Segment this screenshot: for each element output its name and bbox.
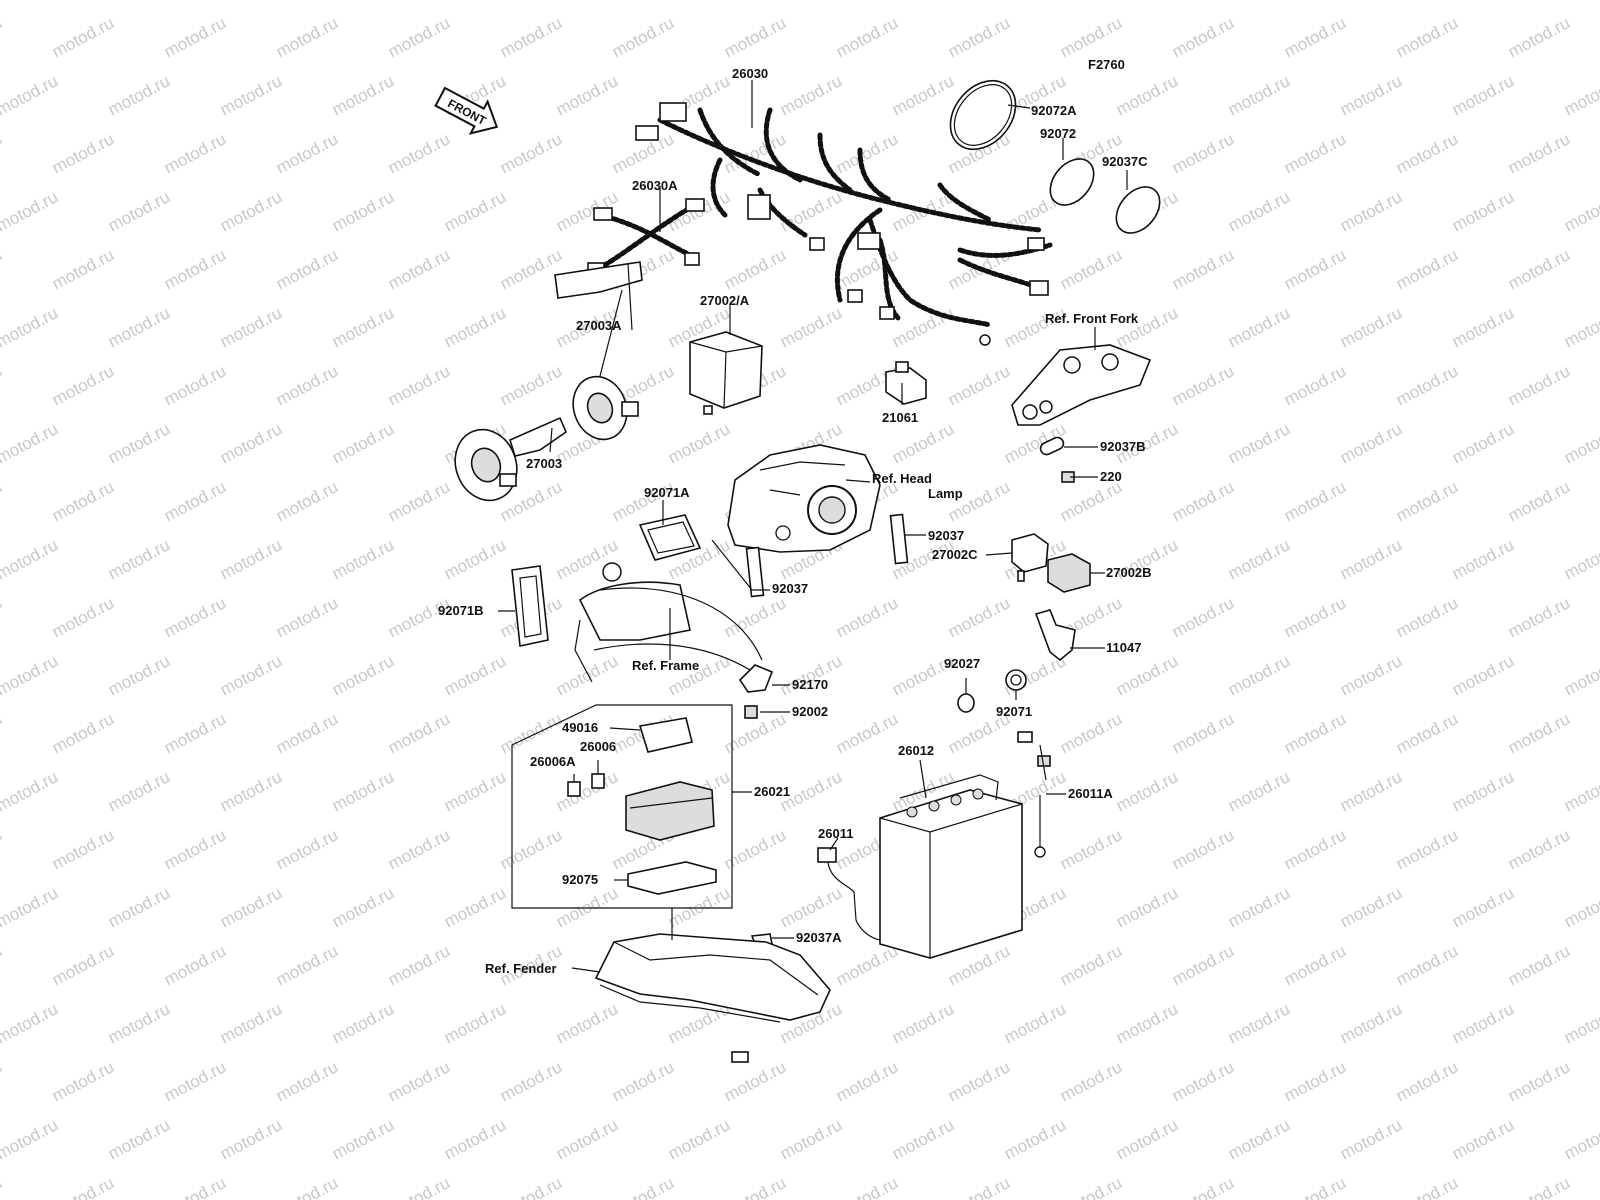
label-92071A: 92071A [644, 485, 690, 500]
label-92071: 92071 [996, 704, 1032, 719]
label-92037-right: 92037 [928, 528, 964, 543]
label-ref-fender: Ref. Fender [485, 961, 557, 976]
rubber-92071A [638, 514, 702, 561]
label-27002A: 27002/A [700, 293, 750, 308]
horn-upper [554, 261, 643, 441]
relay-27002 [689, 331, 763, 415]
bolt-92002 [744, 705, 758, 719]
label-92170: 92170 [792, 677, 828, 692]
grommet-92071 [1005, 669, 1027, 691]
relay-27002C [1011, 533, 1049, 582]
label-ref-frame: Ref. Frame [632, 658, 699, 673]
figure-code: F2760 [1088, 57, 1125, 72]
band-92037-right [889, 513, 909, 565]
main-wiring-harness [635, 102, 1053, 346]
clamp-92072A [949, 79, 1017, 151]
label-26021: 26021 [754, 784, 790, 799]
label-ref-front-fork: Ref. Front Fork [1045, 311, 1139, 326]
label-92037C: 92037C [1102, 154, 1148, 169]
washer-92027 [957, 693, 975, 713]
front-fork-bracket [1011, 344, 1152, 426]
bracket-92037B [1039, 436, 1065, 456]
label-27002B: 27002B [1106, 565, 1152, 580]
cable-26011A [1017, 731, 1051, 858]
watermark-text: motod.ru [0, 1173, 5, 1200]
label-27003: 27003 [526, 456, 562, 471]
battery-26012 [879, 774, 1023, 959]
band-92037-left [745, 546, 765, 598]
label-26011: 26011 [818, 826, 853, 841]
label-92072A: 92072A [1031, 103, 1077, 118]
clamp-92072 [1049, 158, 1095, 206]
part-labels: 26030 26030A 92072A 92072 92037C 27003A … [438, 66, 1152, 976]
headlamp-housing [727, 444, 881, 553]
label-92037-left: 92037 [772, 581, 808, 596]
label-26006: 26006 [580, 739, 616, 754]
label-26030: 26030 [732, 66, 768, 81]
fuse-box-group [511, 704, 733, 909]
label-92002: 92002 [792, 704, 828, 719]
cable-26011 [817, 847, 881, 941]
label-92037A: 92037A [796, 930, 842, 945]
label-27003A: 27003A [576, 318, 622, 333]
label-92072: 92072 [1040, 126, 1076, 141]
label-26030A: 26030A [632, 178, 678, 193]
label-26006A: 26006A [530, 754, 576, 769]
bracket-92170 [738, 664, 774, 693]
clamp-92037C [1115, 186, 1161, 234]
bracket-11047 [1034, 609, 1076, 662]
label-26012: 26012 [898, 743, 934, 758]
label-26011A: 26011A [1068, 786, 1113, 801]
label-92075: 92075 [562, 872, 598, 887]
label-49016: 49016 [562, 720, 598, 735]
label-21061: 21061 [882, 410, 918, 425]
label-27002C: 27002C [932, 547, 978, 562]
rubber-92071B [511, 565, 549, 647]
horn-lower [454, 416, 567, 502]
rear-fender [594, 933, 831, 1063]
leader-lines [498, 80, 1128, 973]
relay-27002B [1047, 553, 1091, 593]
label-lamp: Lamp [928, 486, 963, 501]
label-92071B: 92071B [438, 603, 484, 618]
label-220: 220 [1100, 469, 1122, 484]
label-11047: 11047 [1106, 640, 1141, 655]
switch-21061 [885, 361, 927, 405]
label-92027: 92027 [944, 656, 980, 671]
label-ref-head: Ref. Head [872, 471, 932, 486]
label-92037B: 92037B [1100, 439, 1146, 454]
